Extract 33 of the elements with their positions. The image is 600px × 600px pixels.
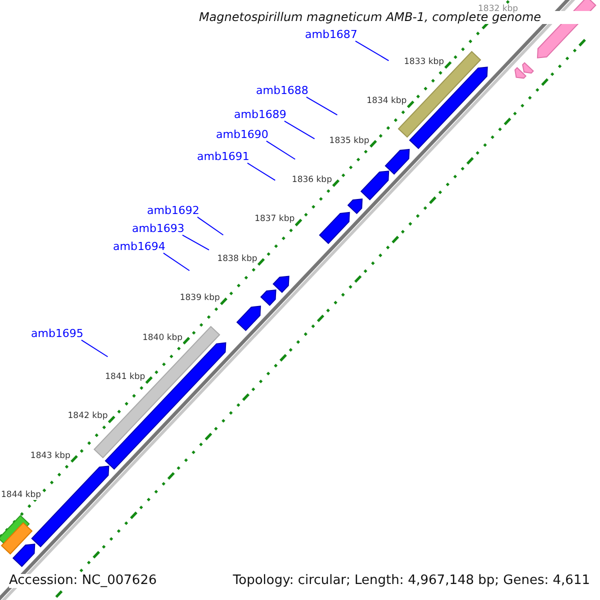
scale-label: 1839 kbp [180, 294, 220, 304]
gene-label: amb1690 [216, 129, 268, 142]
gene-label: amb1695 [31, 328, 84, 340]
scale-label: 1843 kbp [30, 452, 70, 462]
scale-label: 1835 kbp [329, 136, 370, 146]
leader-line [284, 120, 316, 140]
gene-label: amb1692 [147, 205, 200, 218]
leader-line [162, 252, 190, 272]
scale-label: 1833 kbp [404, 58, 444, 68]
leader-line [196, 216, 224, 236]
scale-label: 1838 kbp [217, 254, 258, 264]
gene-label: amb1689 [234, 109, 286, 122]
scale-label: 1841 kbp [105, 372, 146, 382]
gene-label: amb1688 [256, 85, 308, 98]
leader-line [306, 96, 338, 116]
leader-line [80, 340, 108, 358]
scale-label: 1840 kbp [142, 334, 183, 343]
scale-label: 1836 kbp [292, 176, 332, 186]
gene-label: amb1694 [113, 241, 166, 254]
leader-line [354, 40, 390, 62]
scale-label: 1832 kbp [478, 5, 518, 14]
scale-label: 1842 kbp [68, 412, 108, 422]
gene-label: amb1693 [132, 223, 184, 236]
leader-line [182, 234, 210, 250]
scale-label: 1834 kbp [366, 97, 407, 107]
scale-label: 1844 kbp [1, 491, 42, 500]
leader-line [266, 140, 296, 160]
accession-text: Accession: NC_007626 [9, 574, 157, 588]
genome-stats-text: Topology: circular; Length: 4,967,148 bp; Genes: 4,611 [232, 574, 590, 588]
gene-label: amb1691 [197, 151, 250, 164]
scale-label: 1837 kbp [254, 215, 295, 225]
gene-label: amb1687 [305, 29, 358, 42]
leader-line [246, 162, 276, 181]
